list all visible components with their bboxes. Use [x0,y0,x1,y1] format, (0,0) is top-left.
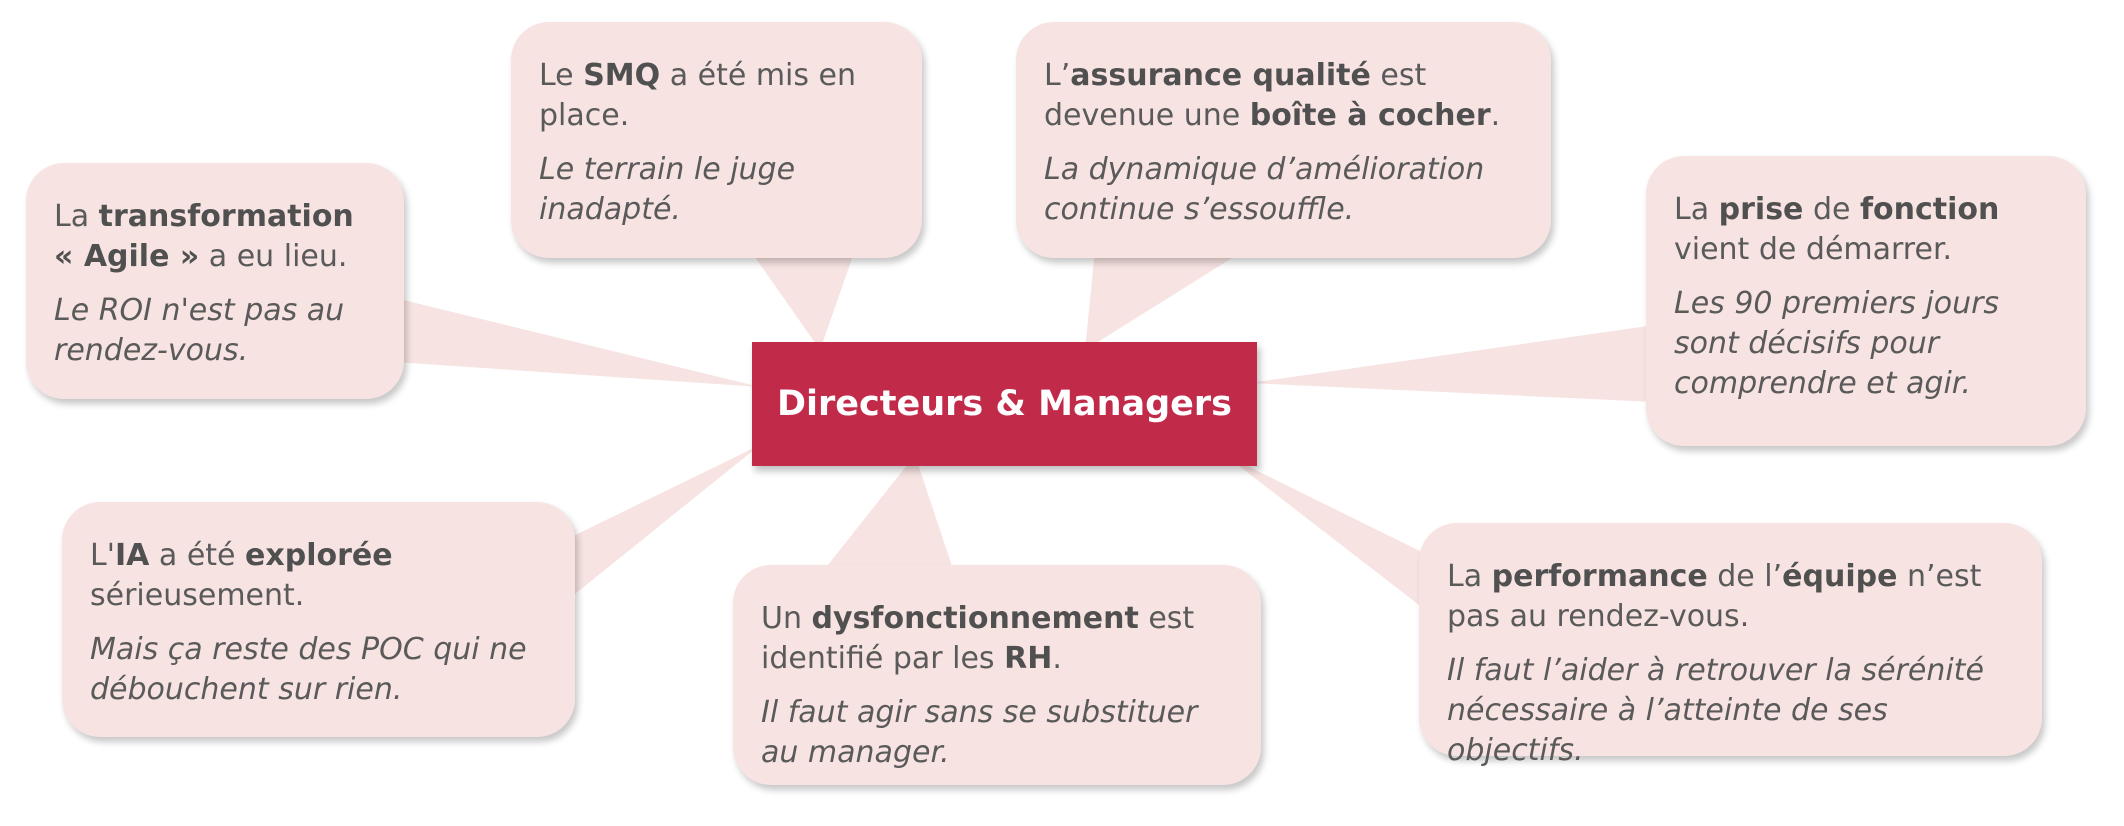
bubble-rh-statement: Un dysfonctionnement est identifié par l… [761,599,1233,679]
keyword: assurance qualité [1070,58,1371,93]
keyword: prise [1718,192,1804,227]
keyword: boîte à cocher [1249,98,1491,133]
bubble-qualite-note: La dynamique d’amélioration continue s’e… [1044,152,1485,227]
bubble-qualite: L’assurance qualité est devenue une boît… [1016,22,1551,258]
keyword: équipe [1782,559,1898,594]
keyword: fonction [1859,192,2000,227]
statement-text: est devenue une [1044,58,1427,133]
statement-text: L' [90,538,115,573]
bubble-fonction: La prise de fonction vient de démarrer. … [1646,156,2086,446]
bubble-fonction-statement: La prise de fonction vient de démarrer. [1674,190,2058,270]
keyword: RH [1004,641,1053,676]
statement-text: La [54,199,99,234]
statement-text: La [1674,192,1719,227]
bubble-smq-statement: Le SMQ a été mis en place. [539,56,894,136]
statement-text: n’est pas au rendez-vous. [1447,559,1982,634]
statement-text: a été mis en place. [539,58,857,133]
tail-smq [750,250,855,350]
tail-rh [820,455,955,575]
bubble-fonction-note: Les 90 premiers jours sont décisifs pour… [1674,286,2000,401]
tail-fonction [1250,325,1655,402]
central-topic-label: Directeurs & Managers [776,384,1233,424]
bubble-ia-note: Mais ça reste des POC qui ne débouchent … [90,632,527,707]
bubble-performance: La performance de l’équipe n’est pas au … [1419,523,2042,768]
statement-text: sérieusement. [90,578,305,613]
statement-text: La [1447,559,1492,594]
keyword: performance [1491,559,1708,594]
bubble-performance-statement: La performance de l’équipe n’est pas au … [1447,557,2014,637]
bubble-agile-statement: La transformation « Agile » a eu lieu. [54,197,376,277]
keyword: explorée [245,538,393,573]
bubble-ia: L'IA a été explorée sérieusement. Mais ç… [62,502,575,737]
bubble-qualite-statement: L’assurance qualité est devenue une boît… [1044,56,1523,136]
statement-text: de [1803,192,1860,227]
bubble-smq: Le SMQ a été mis en place. Le terrain le… [511,22,922,258]
statement-text: Le [539,58,584,93]
bubble-ia-statement: L'IA a été explorée sérieusement. [90,536,547,616]
tail-agile [395,298,760,387]
tail-qualite [1085,250,1245,350]
tail-ia [565,445,760,602]
statement-text: Un [761,601,812,636]
statement-text: . [1052,641,1062,676]
statement-text: a eu lieu. [199,239,348,274]
bubble-smq-note: Le terrain le juge inadapté. [539,152,796,227]
bubble-agile: La transformation « Agile » a eu lieu. L… [26,163,404,399]
bubble-rh-note: Il faut agir sans se substituer au manag… [761,695,1198,770]
bubble-rh: Un dysfonctionnement est identifié par l… [733,565,1261,785]
statement-text: L’ [1044,58,1071,93]
statement-text: a été [149,538,246,573]
keyword: dysfonctionnement [811,601,1139,636]
keyword: transformation « Agile » [54,199,354,274]
statement-text: . [1490,98,1501,133]
statement-text: de l’ [1707,559,1783,594]
keyword: IA [114,538,150,573]
central-topic: Directeurs & Managers [752,342,1257,466]
bubble-agile-note: Le ROI n'est pas au rendez-vous. [54,293,345,368]
statement-text: est identifié par les [761,601,1195,676]
bubble-performance-note: Il faut l’aider à retrouver la sérénité … [1447,653,1984,768]
keyword: SMQ [583,58,661,93]
statement-text: vient de démarrer. [1674,232,1953,267]
tail-performance [1225,455,1428,612]
